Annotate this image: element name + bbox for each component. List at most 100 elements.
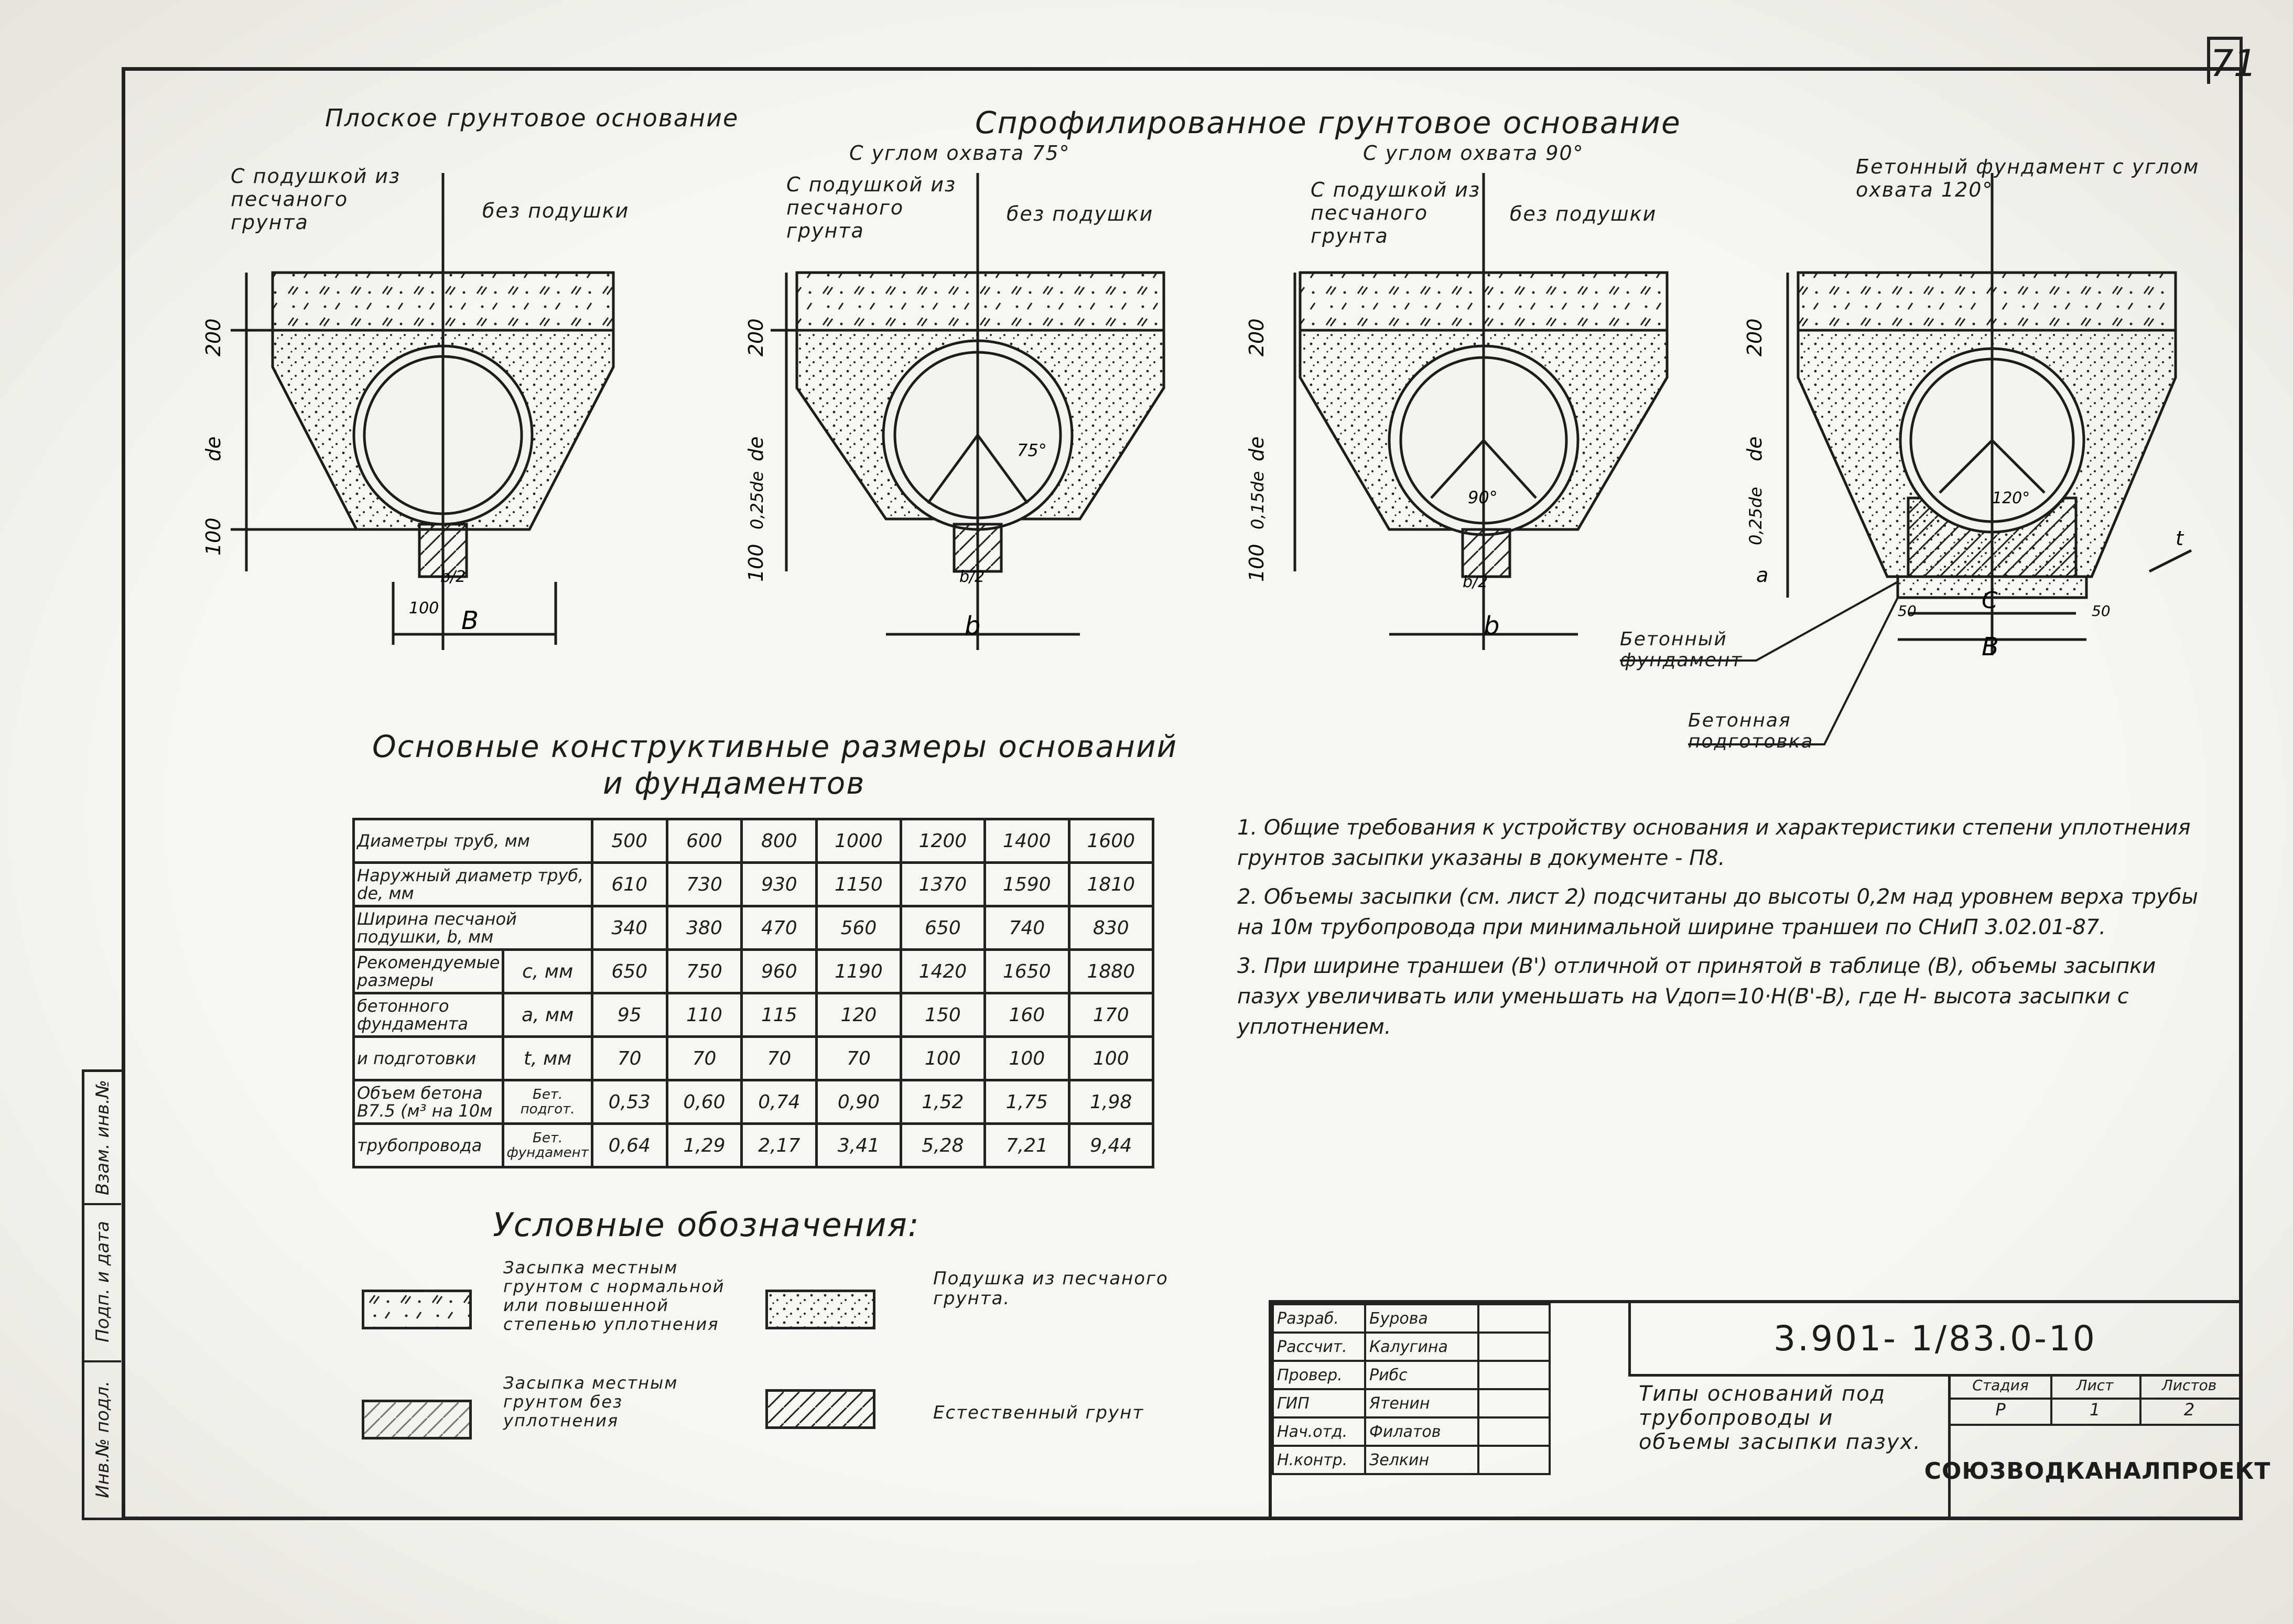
dim-label: b: [965, 611, 980, 641]
section-angle-90: [1293, 173, 1669, 650]
name: Зелкин: [1364, 1445, 1479, 1475]
table-cell: 5,28: [899, 1122, 987, 1168]
table-cell: t, мм: [502, 1035, 593, 1081]
table-cell: 1200: [899, 818, 987, 864]
dim-label: de: [1245, 437, 1268, 462]
dim-label: 100: [1245, 544, 1268, 582]
signature: [1477, 1303, 1551, 1334]
signature: [1477, 1416, 1551, 1447]
role: ГИП: [1272, 1388, 1366, 1419]
dim-label: 50: [2092, 602, 2111, 620]
label-with-pad: С подушкой из песчаного грунта: [1311, 178, 1481, 247]
role: Рассчит.: [1272, 1331, 1366, 1362]
angle-label: 75°: [1017, 440, 1047, 460]
drawing-frame: [122, 67, 2243, 1520]
table-cell: a, мм: [502, 992, 593, 1038]
label-with-pad: С подушкой из песчаного грунта: [231, 165, 401, 234]
dim-label: 0,15de: [1248, 471, 1268, 529]
name: Рибс: [1364, 1360, 1479, 1390]
table-cell: 70: [590, 1035, 668, 1081]
table-cell: 0,60: [665, 1079, 743, 1125]
table-row: Ширина песчаной подушки, b, мм 340 380 4…: [352, 905, 1155, 951]
table-cell: 930: [740, 861, 818, 907]
table-cell: 3,41: [815, 1122, 902, 1168]
note: 2. Объемы засыпки (см. лист 2) подсчитан…: [1237, 885, 2198, 939]
table-cell: 560: [815, 905, 902, 951]
left-stamp-tab: Взам. инв.№ Подп. и дата Инв.№ подл.: [82, 1069, 122, 1520]
legend-title: Условные обозначения:: [493, 1206, 920, 1244]
dim-label: 200: [202, 318, 225, 356]
table-cell: 470: [740, 905, 818, 951]
dim-label: 0,25de: [747, 471, 767, 529]
name: Филатов: [1364, 1416, 1479, 1447]
stage-label: Стадия: [1951, 1377, 2052, 1400]
table-row: трубопровода Бет. фундамент 0,64 1,29 2,…: [352, 1122, 1155, 1168]
dim-label: C: [1982, 587, 1998, 614]
table-cell: Бет. фундамент: [502, 1122, 593, 1168]
section-angle-75: [771, 173, 1165, 650]
table-cell: 750: [665, 948, 743, 994]
table-cell: 170: [1067, 992, 1155, 1038]
role: Нач.отд.: [1272, 1416, 1366, 1447]
sheets-value: 2: [2139, 1400, 2239, 1426]
table-cell: 500: [590, 818, 668, 864]
table-cell: 0,53: [590, 1079, 668, 1125]
label-without-pad: без подушки: [1007, 202, 1154, 225]
table-cell: 380: [665, 905, 743, 951]
note: 3. При ширине траншеи (B') отличной от п…: [1237, 954, 2156, 1039]
signature: [1477, 1445, 1551, 1475]
dim-label: B: [461, 606, 479, 635]
dim-label: 200: [744, 318, 767, 356]
role: Провер.: [1272, 1360, 1366, 1390]
dim-label: 100: [409, 599, 439, 618]
dim-label: de: [744, 437, 767, 462]
table-cell: 0,74: [740, 1079, 818, 1125]
stage-block: Стадия Лист Листов Р 1 2 СОЮЗВОДКАНАЛПРО…: [1924, 1377, 2270, 1518]
table-cell: 1150: [815, 861, 902, 907]
table-header-row: Диаметры труб, мм 500 600 800 1000 1200 …: [352, 818, 1155, 864]
name: Калугина: [1364, 1331, 1479, 1362]
table-cell: 740: [983, 905, 1070, 951]
dim-label: de: [202, 437, 225, 462]
section-concrete-foundation: [1786, 173, 2192, 655]
table-cell: 1190: [815, 948, 902, 994]
role: Разраб.: [1272, 1303, 1366, 1334]
notes: 1. Общие требования к устройству основан…: [1237, 813, 2223, 1051]
table-row: бетонного фундамента a, мм 95 110 115 12…: [352, 992, 1155, 1038]
section-flat-base: [231, 173, 615, 650]
table-cell: c, мм: [502, 948, 593, 994]
signatures-table: Разраб.Бурова Рассчит.Калугина Провер.Ри…: [1272, 1303, 1551, 1475]
angle-label: 120°: [1992, 489, 2030, 507]
label-with-pad: С подушкой из песчаного грунта: [786, 173, 957, 242]
table-cell: 730: [665, 861, 743, 907]
label-concrete-foundation: Бетонный фундамент: [1620, 629, 1743, 671]
label-without-pad: без подушки: [1510, 202, 1657, 225]
table-cell: 0,64: [590, 1122, 668, 1168]
table-cell: 160: [983, 992, 1070, 1038]
table-cell: 1,98: [1067, 1079, 1155, 1125]
table-cell: трубопровода: [352, 1122, 505, 1168]
table-cell: 100: [1067, 1035, 1155, 1081]
label-without-pad: без подушки: [482, 199, 630, 222]
table-cell: 100: [899, 1035, 987, 1081]
sheet-value: 1: [2050, 1400, 2141, 1426]
signature: [1477, 1360, 1551, 1390]
table-row: Наружный диаметр труб, de, мм 610 730 93…: [352, 861, 1155, 907]
signature: [1477, 1331, 1551, 1362]
name: Бурова: [1364, 1303, 1479, 1334]
label-concrete-prep: Бетонная подготовка: [1688, 710, 1814, 752]
dim-label: 100: [744, 544, 767, 582]
table-row: Объем бетона В7.5 (м³ на 10м Бет. подгот…: [352, 1079, 1155, 1125]
table-cell: 1,29: [665, 1122, 743, 1168]
table-cell: бетонного фундамента: [352, 992, 505, 1038]
sheet-label: Лист: [2050, 1377, 2141, 1400]
table-title-2: и фундаментов: [603, 765, 866, 801]
table-cell: 650: [590, 948, 668, 994]
header-profiled-base: Спрофилированное грунтовое основание: [975, 105, 1681, 140]
table-row: и подготовки t, мм 70 70 70 70 100 100 1…: [352, 1035, 1155, 1081]
dim-label: b/2: [959, 568, 985, 586]
table-cell: 70: [815, 1035, 902, 1081]
table-cell: 1,52: [899, 1079, 987, 1125]
title-block: Разраб.Бурова Рассчит.Калугина Провер.Ри…: [1269, 1300, 2270, 1520]
